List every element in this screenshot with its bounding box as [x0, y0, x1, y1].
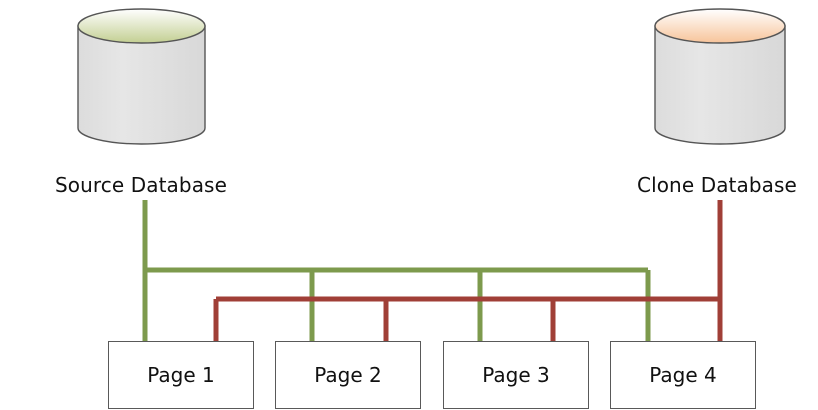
clone-database-label: Clone Database: [637, 173, 797, 197]
page-box-4-label: Page 4: [649, 363, 717, 387]
clone-database-connector: [213, 200, 723, 342]
page-box-1-label: Page 1: [147, 363, 215, 387]
clone-database-cylinder: [654, 8, 786, 145]
source-database-label: Source Database: [55, 173, 227, 197]
source-database-connector: [142, 200, 651, 342]
page-box-2-label: Page 2: [314, 363, 382, 387]
page-box-1[interactable]: Page 1: [108, 341, 254, 409]
source-database-cylinder: [77, 8, 206, 145]
page-box-3-label: Page 3: [482, 363, 550, 387]
page-box-2[interactable]: Page 2: [275, 341, 421, 409]
page-box-3[interactable]: Page 3: [443, 341, 589, 409]
page-box-4[interactable]: Page 4: [610, 341, 756, 409]
